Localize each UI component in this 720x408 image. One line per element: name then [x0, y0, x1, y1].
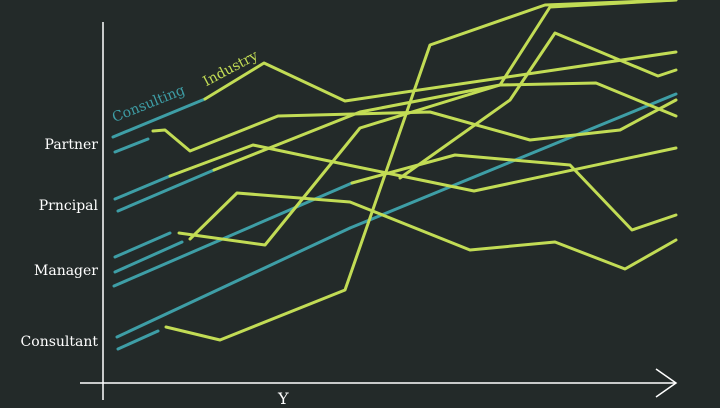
consulting-path [116, 329, 160, 351]
industry-paths [151, 0, 678, 342]
x-axis-label: Y [278, 389, 289, 408]
industry-path [188, 191, 678, 271]
consulting-path [113, 174, 172, 201]
y-level-principal: Prncipal [38, 198, 98, 214]
consulting-path [115, 226, 352, 339]
industry-path [203, 50, 678, 103]
consulting-path [113, 231, 172, 259]
industry-path [350, 153, 678, 232]
consulting-path [113, 137, 150, 154]
industry-path [398, 31, 678, 180]
y-level-partner: Partner [44, 137, 98, 153]
y-level-consultant: Consultant [20, 334, 98, 350]
consulting-path [111, 97, 207, 139]
x-axis-arrowhead [655, 368, 678, 398]
consulting-path [113, 240, 184, 274]
industry-path [164, 0, 678, 342]
y-level-manager: Manager [34, 263, 98, 279]
industry-path [177, 81, 678, 247]
consulting-path [116, 168, 216, 213]
industry-path [168, 143, 678, 193]
